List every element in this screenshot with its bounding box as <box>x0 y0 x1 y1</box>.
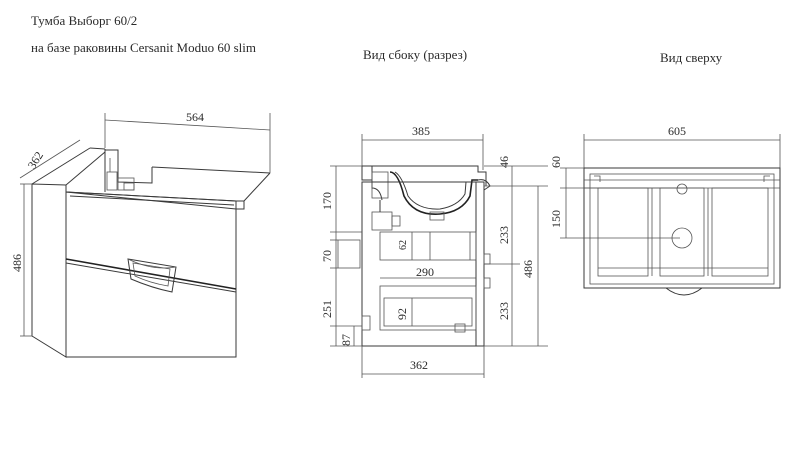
cabinet-side-panel <box>31 183 67 358</box>
drawer-handle <box>127 258 177 293</box>
siphon-fitting <box>106 158 135 191</box>
side-section-view: 385 <box>320 124 548 378</box>
dim-top-drain-offset: 150 <box>549 210 563 228</box>
dim-side-top-width: 385 <box>412 124 430 138</box>
page-title: Тумба Выборг 60/2 <box>31 13 138 28</box>
basin-front-bump <box>665 287 703 296</box>
dim-side-upper-drawer: 233 <box>497 226 511 244</box>
side-view-title: Вид сбоку (разрез) <box>363 47 468 62</box>
dim-top-width: 605 <box>668 124 686 138</box>
front-isometric-view: 564 362 486 <box>10 110 271 358</box>
dim-side-plinth: 87 <box>339 334 353 346</box>
dim-side-drawer-depth: 290 <box>416 265 434 279</box>
drawer-divider <box>65 258 237 290</box>
dim-side-bottom-width: 362 <box>410 358 428 372</box>
basin-bowl <box>389 171 478 215</box>
lower-drawer-box <box>379 285 477 331</box>
upper-drawer-box <box>379 231 477 261</box>
dim-front-height: 486 <box>10 254 24 272</box>
dim-front-depth: 362 <box>25 149 46 172</box>
page-subtitle: на базе раковины Cersanit Moduo 60 slim <box>31 40 257 55</box>
dim-side-total-height: 486 <box>521 260 535 278</box>
dim-side-drawer-front: 251 <box>320 300 334 318</box>
top-view: 605 60 150 <box>549 124 781 296</box>
overflow-hole-icon <box>676 183 688 195</box>
dim-side-basin-height: 170 <box>320 192 334 210</box>
top-view-outline <box>583 167 781 289</box>
dim-side-gap: 70 <box>320 250 334 262</box>
dim-side-siphon-height: 62 <box>398 240 409 250</box>
dim-side-lower-box: 92 <box>395 308 409 320</box>
dim-front-width: 564 <box>186 110 204 124</box>
basin-top <box>362 165 487 186</box>
dim-top-edge: 60 <box>549 156 563 168</box>
dim-side-top-offset: 46 <box>497 156 511 168</box>
top-view-title: Вид сверху <box>660 50 723 65</box>
dim-side-lower-drawer: 233 <box>497 302 511 320</box>
